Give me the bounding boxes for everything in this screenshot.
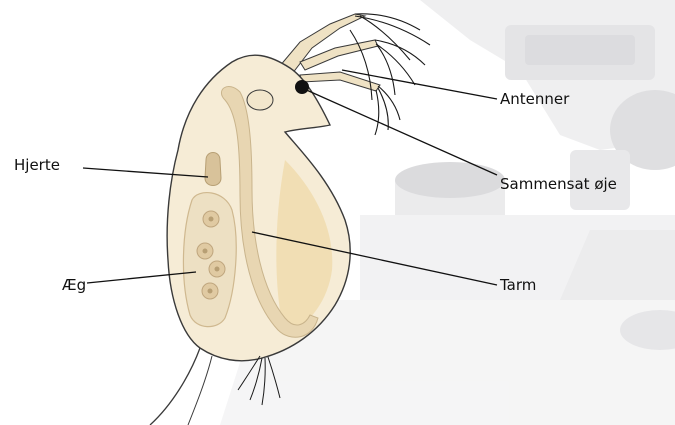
label-gut: Tarm (500, 276, 536, 294)
label-heart: Hjerte (14, 156, 60, 174)
antenna-base (247, 90, 273, 110)
egg-chamber (183, 193, 236, 327)
label-eggs: Æg (62, 276, 86, 294)
heart-structure (205, 153, 221, 186)
label-compound-eye: Sammensat øje (500, 175, 617, 193)
compound-eye-leader-line (302, 88, 497, 175)
label-antennae: Antenner (500, 90, 569, 108)
compound-eye-structure (295, 80, 309, 94)
